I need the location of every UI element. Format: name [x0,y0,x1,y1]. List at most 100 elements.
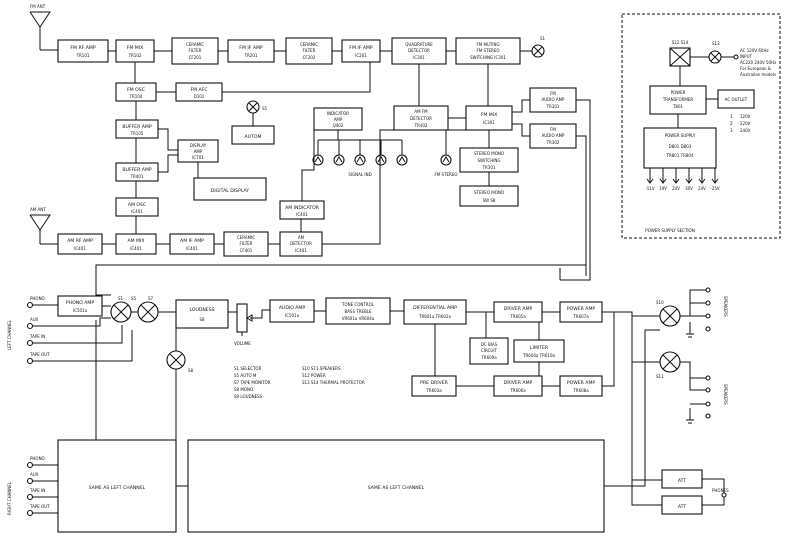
fm-antenna-label: FM ANT [30,4,46,9]
cf202-line3: CF202 [303,55,316,60]
same-as-left-label-1: SAME AS LEFT CHANNEL [89,485,146,491]
stereo-mono-sw-line3: TR301 [482,165,496,170]
am-mix-ref: IC401 [130,246,142,251]
fm-if-amp1-ref: TR201 [244,53,258,58]
display-amp-line2: AMP [194,149,203,154]
am-indicator-ref: IC401 [296,212,308,217]
rail-label: 19V [659,186,667,191]
s5-lamp-label: S5 [262,106,268,111]
am-indicator-block: AM INDICATOR IC401 [279,200,325,220]
display-amp-line3: IC701 [192,155,204,160]
transformer-line1: POWER [671,90,686,95]
volt-tap-3: 3 [730,128,733,133]
power-section-caption: POWER SUPPLY SECTION [645,228,694,233]
rail-label: -11V [645,186,655,191]
power2-label: POWER AMP [567,380,596,386]
signal-lamp [375,140,387,166]
indicator-amp-block: INDICATOR AMP Q402 [313,107,363,131]
phono-amp-label: PHONO AMP [66,300,94,306]
volume-label: VOLUME [234,341,251,346]
am-osc-label: AM OSC [128,202,146,208]
signal-indicator-lamps [312,140,408,166]
fm-mix2-ref: IC301 [483,120,495,125]
am-detector-block: AM DETECTOR IC401 [279,231,323,257]
att-block-1: ATT [661,469,703,489]
input-label: PHONO [30,456,45,461]
signal-lamp [354,140,366,166]
rail-label: 24V [672,186,680,191]
display-amp-block: DISPLAY AMP IC701 [177,139,219,163]
am-antenna: AM ANT [29,207,58,245]
dc-bias-line1: DC BIAS [481,342,498,347]
input-label: AUX [30,317,39,322]
stereo-mono-switching-block: STEREO MONO SWITCHING TR301 [459,147,519,173]
fm-antenna: FM ANT [29,4,58,51]
tape-monitor-switch-s7[interactable]: S5 S7 [131,296,159,323]
volt-tap-2-value: 220V [740,121,751,126]
fm-mix-ref: TR102 [128,53,142,58]
fm-muting-line3: SWITCHING IC301 [470,55,506,60]
ac-input-line5: Australian models [740,72,776,77]
fm-mix-label: FM MIX [127,45,144,51]
speakers-a-label: SPEAKERS [723,296,728,317]
input-label: TAPE IN [29,488,45,493]
legend-item: S9 LOUDNESS [234,394,263,399]
fm-if-amp-ic201-block: FM IF AMP IC201 [341,39,381,63]
fm-audio1-line3: TR301 [546,104,560,109]
digital-display-label: DIGITAL DISPLAY [211,188,249,194]
stereo-mono-switch-s8-block: STEREO MONO SW S8 [459,185,519,207]
selector-switch-s1[interactable]: S1 [110,296,132,323]
driver2-label: DRIVER AMP [504,380,533,386]
audio-amp-ref: IC501a [285,313,300,318]
stereo-mono-sw2-line2: SW S8 [483,198,496,203]
right-channel-label: RIGHT CHANNEL [7,481,12,515]
pre-driver-block: PRE DRIVER TR603a [411,375,457,397]
fm-audio2-line3: TR302 [546,140,560,145]
fm-osc-label: FM OSC [127,87,145,93]
ceramic-filter-cf202-block: CERAMIC FILTER CF202 [285,37,333,65]
power-supply-block: POWER SUPPLY D801 D803 TR801 TR804 [643,127,717,169]
am-det-line1: AM [298,235,305,240]
buffer2-label: BUFFER AMP [122,167,151,173]
legend-item: S10 S11 SPEAKERS [302,366,341,371]
fm-if-amp2-label: FM IF AMP [349,45,373,51]
limiter-ref: TR604a TR610a [522,353,555,358]
thermal-lamp-s13: S13 [708,41,722,64]
autom-label: AUTOM [245,134,262,140]
driver1-ref: TR605a [509,314,526,319]
transformer-line2: TRANSFORMER [662,97,694,102]
cf202-line2: FILTER [303,48,316,53]
legend-item: S13 S14 THERMAL PROTECTOR [302,380,365,385]
att2-label: ATT [678,504,687,510]
tone-line3: VR601a VR604a [342,316,375,321]
loudness-label: LOUDNESS [189,307,214,313]
power2-ref: TR608a [572,388,589,393]
input-label: AUX [30,472,39,477]
volume-control[interactable]: VOLUME [234,303,256,346]
speaker-terminals-b: SPEAKERS [680,361,728,424]
speaker-switch-s10[interactable]: S10 [656,300,681,327]
ac-input-line2: INPUT [740,54,753,59]
fm-mix2-label: FM MIX [481,112,498,118]
right-inputs: PHONO AUX TAPE IN TAPE OUT [26,456,58,517]
power-switch-label: S12 S14 [672,40,689,45]
am-indicator-label: AM INDICATOR [285,205,320,211]
speaker-switch-s11[interactable]: S11 [656,351,681,379]
am-mix-label: AM MIX [127,238,144,244]
fm-muting-line1: FM MUTING [476,42,499,47]
fm-if-amp-tr201-block: FM IF AMP TR201 [227,39,275,63]
cf202-line1: CERAMIC [300,42,318,47]
fm-afc-block: FM AFC D101 [175,82,223,102]
att-block-2: ATT [661,495,703,515]
fm-audio1-line2: AUDIO AMP [542,97,566,102]
buffer-amp-tr401-block: BUFFER AMP TR401 [115,162,159,182]
ac-input-line3: AC220 240V 50Hz [740,60,776,65]
fm-audio1-line1: FM [550,91,556,96]
tone-control-block: TONE CONTROL BASS TREBLE VR601a VR604a [325,297,391,325]
rail-label: -25V [710,186,720,191]
mono-switch-s8[interactable]: S8 [166,350,194,373]
fm-audio2-line1: FM [550,127,556,132]
fm-mix-block: FM MIX TR102 [115,39,155,63]
buffer2-ref: TR401 [130,174,144,179]
ac-outlet-block: AC OUTLET [717,89,755,109]
